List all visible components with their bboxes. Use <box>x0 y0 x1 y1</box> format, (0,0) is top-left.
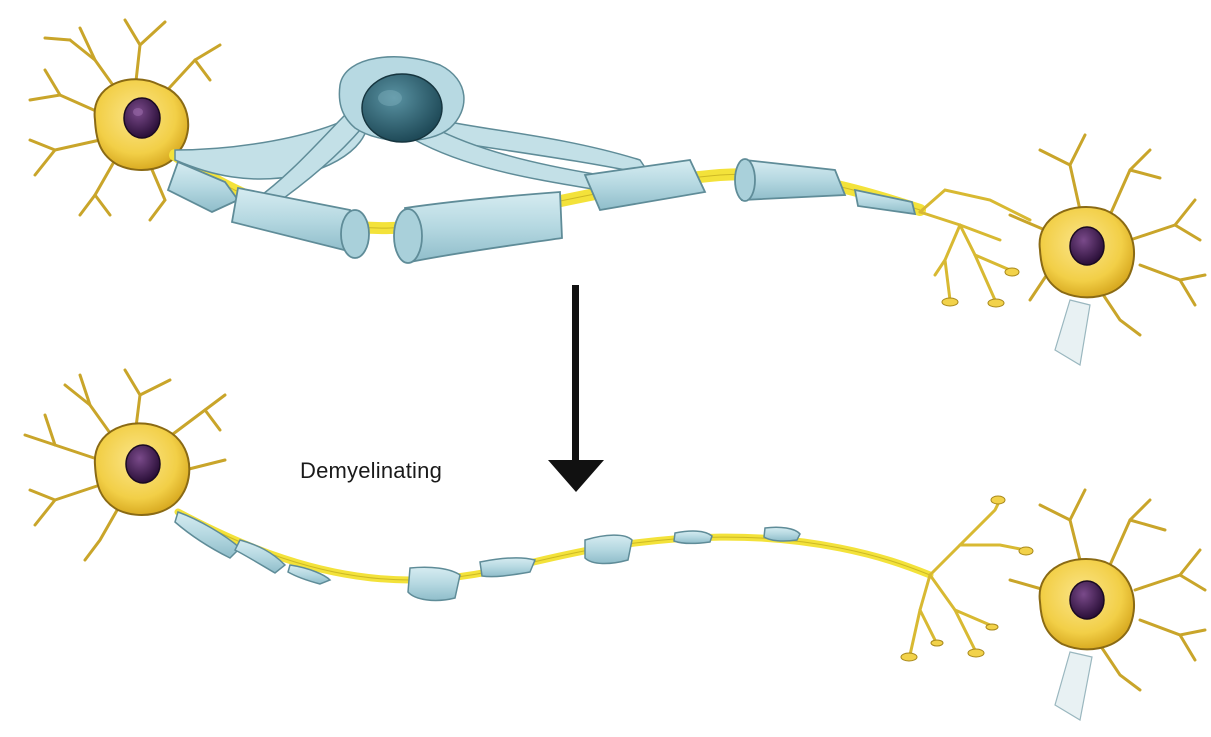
myelinated-neuron-pair <box>30 20 1205 365</box>
axon-hillock-bottom-right <box>1055 652 1092 720</box>
oligodendrocyte-nucleus <box>362 74 442 142</box>
myelin-segment <box>742 160 845 200</box>
myelin-segment <box>585 160 705 210</box>
neuron-bottom-right <box>901 490 1205 720</box>
myelin-segment <box>232 188 352 252</box>
myelin-remnant <box>764 527 800 541</box>
neuron-top-right <box>920 135 1205 365</box>
nucleus-top-right <box>1070 227 1104 265</box>
myelin-remnant <box>674 531 712 543</box>
demyelinated-neuron-pair <box>25 370 1205 720</box>
myelin-segment <box>405 192 562 262</box>
myelin-segment-cap <box>394 209 422 263</box>
axon-terminals-top-right <box>920 190 1030 300</box>
nucleus-bottom-left <box>126 445 160 483</box>
oligodendrocyte <box>175 57 650 208</box>
axon-hillock-top-right <box>1055 300 1090 365</box>
myelin-remnant <box>480 558 535 577</box>
nucleus-bottom-right <box>1070 581 1104 619</box>
myelin-segment-cap <box>735 159 755 201</box>
damaged-myelin-remnants <box>175 512 800 600</box>
nucleus-top-left <box>124 98 160 138</box>
myelin-remnant <box>585 535 632 563</box>
transition-arrow <box>548 285 604 492</box>
process-label: Demyelinating <box>300 458 442 484</box>
myelin-remnant <box>408 567 460 600</box>
myelin-segment-cap <box>341 210 369 258</box>
